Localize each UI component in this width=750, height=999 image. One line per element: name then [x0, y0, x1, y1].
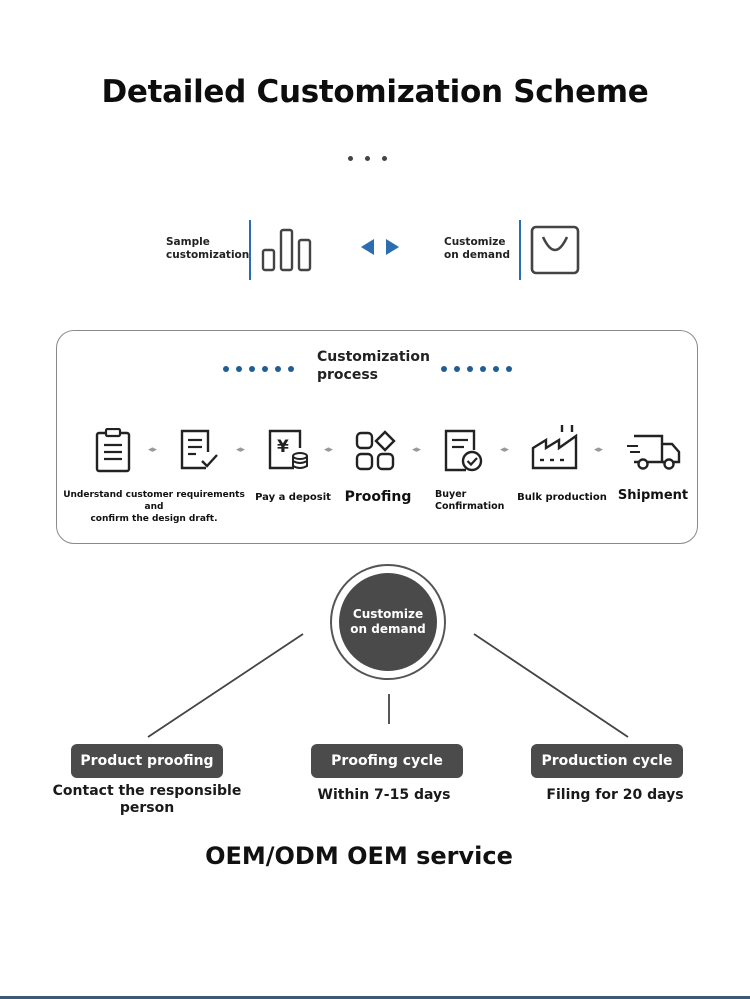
product-proofing-pill: Product proofing [71, 744, 223, 778]
grid-shapes-icon [354, 430, 398, 472]
footer-service-text: OEM/ODM OEM service [205, 842, 513, 870]
divider-bar [519, 220, 521, 280]
step-separator-icon: ◂▸ [412, 445, 422, 455]
step-label-requirements: Understand customer requirements and con… [63, 490, 245, 524]
customization-process-panel [56, 330, 698, 544]
factory-icon [530, 424, 580, 470]
production-cycle-pill: Production cycle [531, 744, 683, 778]
proofing-cycle-detail: Within 7-15 days [317, 787, 451, 803]
step-separator-icon: ◂▸ [594, 445, 604, 455]
bar-chart-icon [260, 226, 318, 278]
sample-customization-label: Sample customization [166, 236, 250, 261]
step-separator-icon: ◂▸ [324, 445, 334, 455]
production-cycle-detail: Filing for 20 days [546, 787, 684, 803]
blue-dots-left [223, 366, 294, 372]
step-label-bulk-production: Bulk production [517, 492, 607, 503]
document-check-icon [178, 428, 220, 472]
step-label-deposit: Pay a deposit [255, 492, 331, 503]
document-approved-icon [442, 428, 484, 474]
step-label-buyer-confirmation: Buyer Confirmation [435, 489, 505, 512]
step-label-shipment: Shipment [617, 488, 689, 503]
truck-icon [626, 432, 682, 472]
shopping-bag-icon [528, 223, 582, 281]
center-circle: Customize on demand [339, 573, 437, 671]
page-title: Detailed Customization Scheme [101, 74, 649, 110]
product-proofing-detail: Contact the responsible person [52, 783, 242, 816]
svg-text:¥: ¥ [277, 437, 289, 457]
yen-coins-icon: ¥ [266, 428, 310, 472]
blue-dots-right [441, 366, 512, 372]
step-separator-icon: ◂▸ [148, 445, 158, 455]
divider-bar [249, 220, 251, 280]
bottom-border [0, 996, 750, 999]
clipboard-icon [94, 428, 132, 474]
step-separator-icon: ◂▸ [500, 445, 510, 455]
process-title: Customization process [317, 349, 430, 383]
customize-on-demand-label: Customize on demand [444, 236, 510, 261]
step-separator-icon: ◂▸ [236, 445, 246, 455]
proofing-cycle-pill: Proofing cycle [311, 744, 463, 778]
step-label-proofing: Proofing [344, 489, 412, 505]
ellipsis-decoration [348, 156, 387, 161]
left-right-arrows-icon [360, 238, 400, 260]
